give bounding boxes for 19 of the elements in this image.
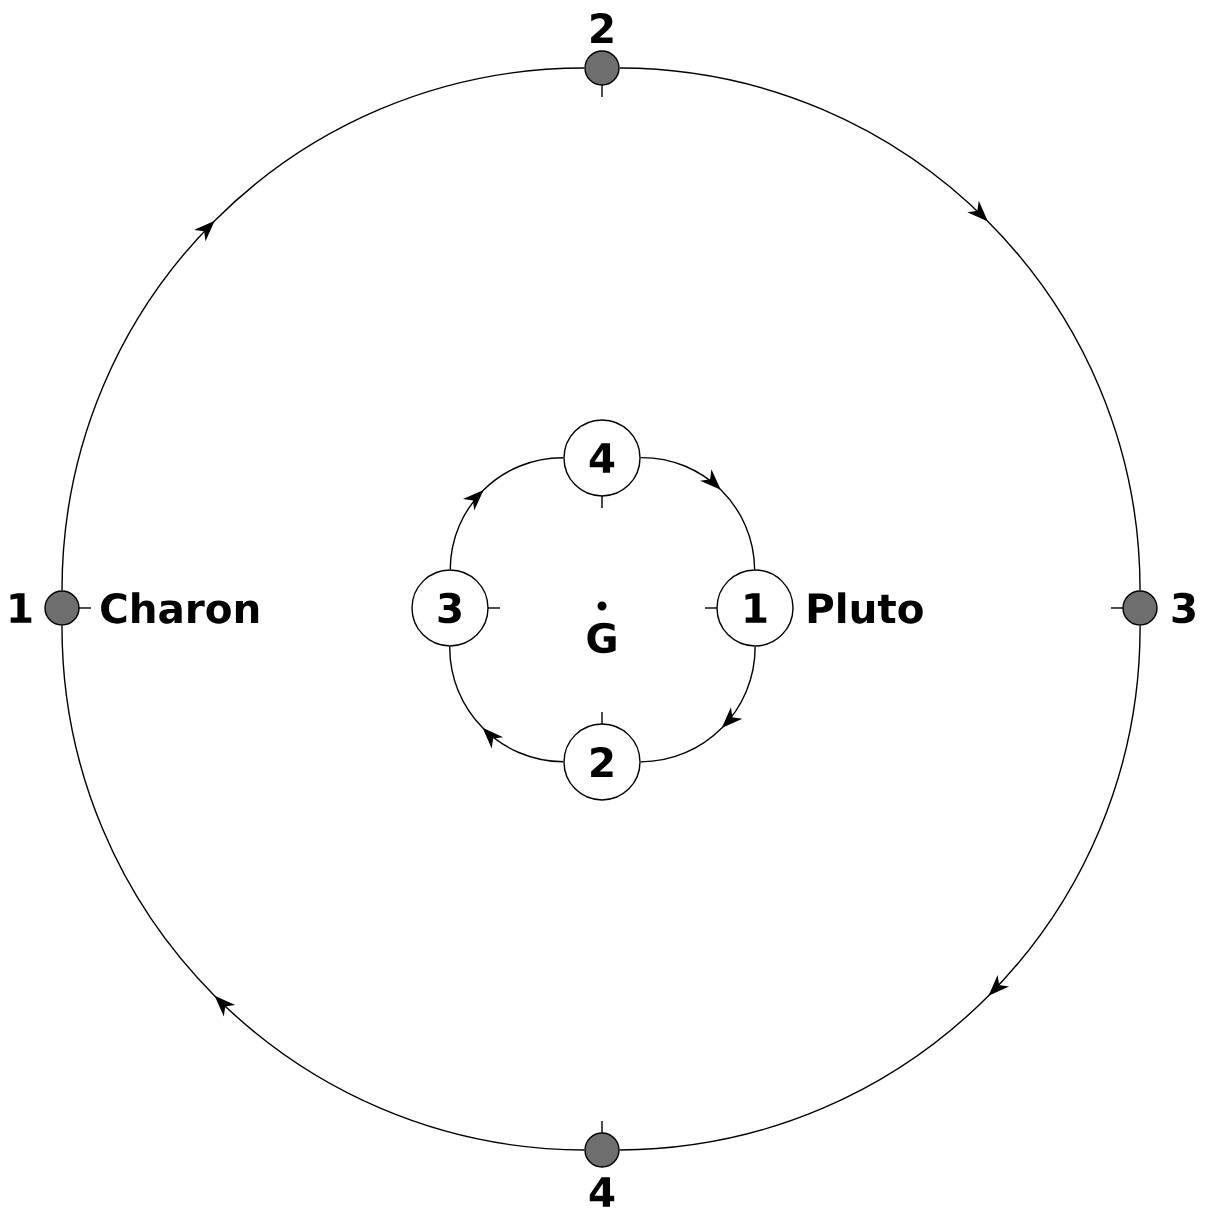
orbit-arrow (61, 67, 585, 591)
moon-dot (1122, 590, 1158, 626)
position-number: 4 (589, 1177, 615, 1207)
moon-dot (584, 1132, 620, 1168)
moon-dot (584, 50, 620, 86)
position-number: 2 (591, 12, 613, 43)
moon-dot (44, 590, 80, 626)
orbit-arrow (640, 646, 756, 763)
body-label: Charon (101, 592, 259, 624)
orbit-arrow (640, 456, 756, 570)
orbit-arrow (449, 457, 564, 570)
body-label: Pluto (808, 592, 923, 624)
orbit-arrow (61, 625, 585, 1151)
position-number: 3 (1172, 592, 1195, 624)
centre-label: G (587, 622, 616, 654)
orbit-arrow (449, 646, 564, 763)
position-number: 1 (10, 593, 32, 623)
orbit-arrow (619, 67, 1141, 591)
orbit-arrow (619, 625, 1141, 1151)
